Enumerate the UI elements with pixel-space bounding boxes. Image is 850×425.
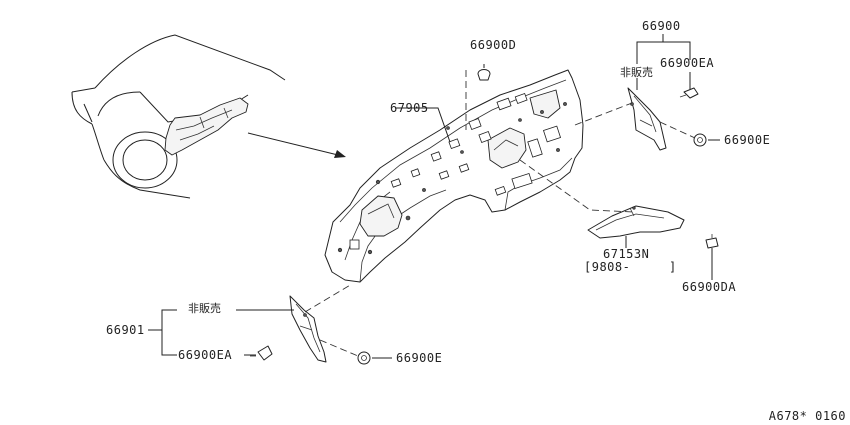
label-nonsale-bottom: 非販売 <box>188 302 221 315</box>
label-66900D: 66900D <box>470 38 516 52</box>
label-66900E-bottom: 66900E <box>396 351 442 365</box>
label-nonsale-top: 非販売 <box>620 66 653 79</box>
label-67905: 67905 <box>390 101 429 115</box>
label-66900EA-top: 66900EA <box>660 56 714 70</box>
reference-arrow <box>247 132 346 158</box>
clip-66900EA-top <box>679 87 699 99</box>
label-66900DA: 66900DA <box>682 280 736 294</box>
side-insulator-left <box>289 295 327 363</box>
label-66900E-top: 66900E <box>724 133 770 147</box>
clip-66900DA <box>705 234 719 280</box>
label-67153N: 67153N <box>603 247 649 261</box>
clip-66900D <box>477 64 491 81</box>
label-66901: 66901 <box>106 323 145 337</box>
label-67153N-range: [9808- ] <box>584 260 677 274</box>
vehicle-sketch <box>71 34 286 199</box>
lower-cover-67153N <box>587 205 685 239</box>
clip-66900E-bottom <box>357 351 371 365</box>
dash-insulator-67905 <box>324 69 584 283</box>
label-66900EA-bottom: 66900EA <box>178 348 232 362</box>
clip-66900EA-bottom <box>250 345 273 361</box>
clip-66900E-top <box>693 133 707 147</box>
label-66900: 66900 <box>642 19 681 33</box>
diagram-code: A678* 0160 <box>769 409 846 423</box>
side-insulator-right <box>627 87 667 151</box>
